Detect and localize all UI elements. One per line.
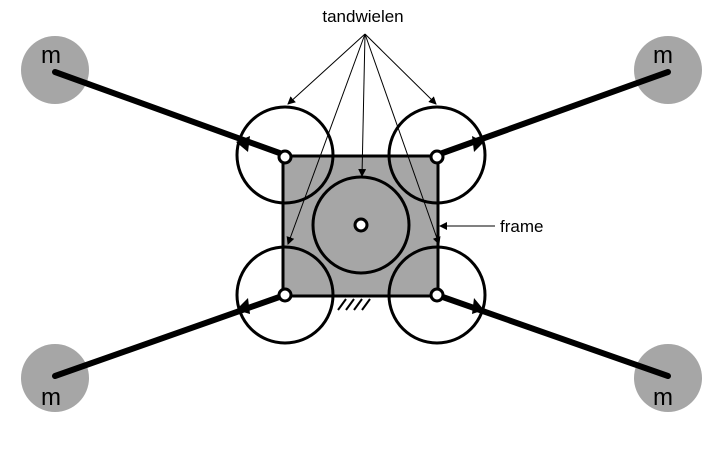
mass-label-top-left: m [41, 42, 61, 69]
arm-top-right [434, 69, 671, 158]
pivot-center [353, 217, 369, 233]
gear-top-left [235, 105, 335, 205]
mass-label-bottom-right: m [653, 384, 673, 411]
gear-pointers [286, 33, 441, 245]
arm-bottom-right [434, 292, 671, 379]
pivot-top-right [429, 149, 445, 165]
arm-markers [236, 136, 484, 314]
gear-bottom-right [387, 245, 487, 345]
pivots [277, 149, 445, 303]
pivot-bottom-right [429, 287, 445, 303]
arm-bottom-left [52, 292, 288, 379]
arm-top-left [52, 69, 288, 158]
pivot-top-left [277, 149, 293, 165]
pivot-bottom-left [277, 287, 293, 303]
mass-label-top-right: m [653, 42, 673, 69]
gear-top-right [387, 105, 487, 205]
ground-hatch [337, 298, 371, 311]
frame-label: frame [500, 217, 543, 236]
gear-bottom-left [235, 245, 335, 345]
gears-label: tandwielen [322, 7, 403, 26]
mass-label-bottom-left: m [41, 384, 61, 411]
